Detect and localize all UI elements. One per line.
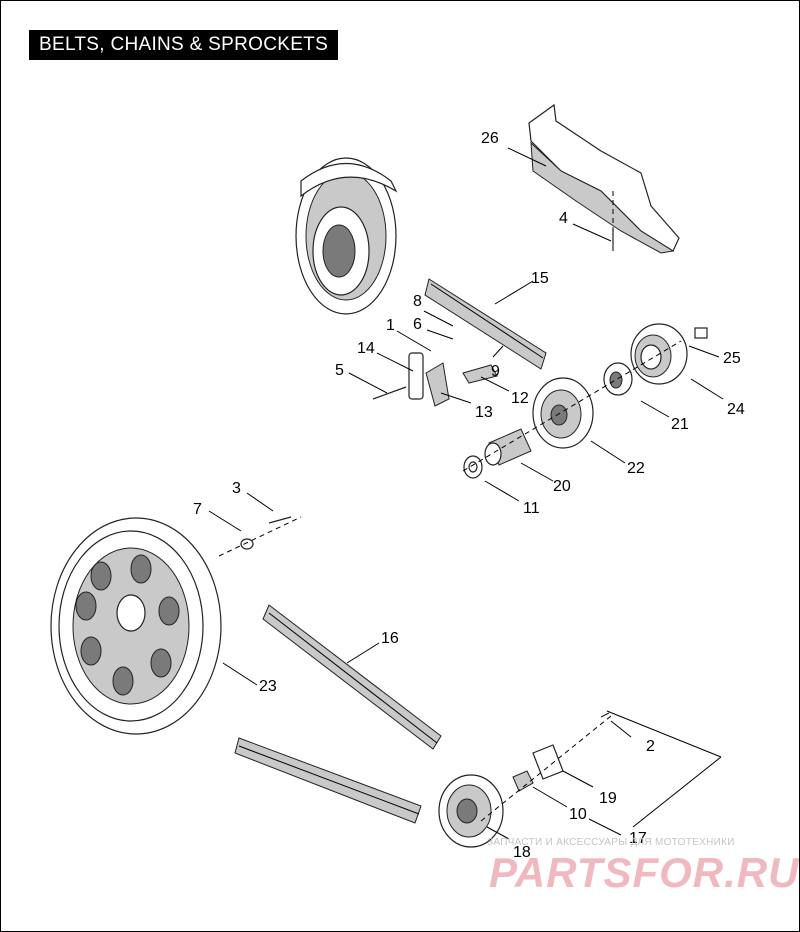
callout-25: 25 <box>723 350 741 367</box>
drive-belt-upper-part <box>262 604 442 750</box>
callout-3: 3 <box>232 480 241 497</box>
callout-8: 8 <box>413 293 422 310</box>
callout-13: 13 <box>475 404 493 421</box>
drive-belt-lower-part <box>234 737 422 824</box>
callout-20: 20 <box>553 478 571 495</box>
callout-2: 2 <box>646 738 655 755</box>
callout-5: 5 <box>335 362 344 379</box>
plate-part <box>532 744 564 780</box>
screw-3-part <box>268 516 292 524</box>
callout-18: 18 <box>513 844 531 861</box>
watermark-tagline: ЗАПЧАСТИ И АКСЕССУАРЫ ДЛЯ МОТОТЕХНИКИ <box>487 837 735 848</box>
screw-2-part <box>600 712 610 718</box>
chain-guard-part <box>528 103 680 254</box>
rear-pulley-part <box>50 517 222 735</box>
callout-12: 12 <box>511 390 529 407</box>
callout-16: 16 <box>381 630 399 647</box>
assembly-axis-lines <box>218 191 682 822</box>
callout-15: 15 <box>531 270 549 287</box>
page-title: BELTS, CHAINS & SPROCKETS <box>29 30 339 60</box>
callout-leader-lines <box>208 147 724 840</box>
callout-1: 1 <box>386 317 395 334</box>
callout-19: 19 <box>599 790 617 807</box>
callout-10: 10 <box>569 806 587 823</box>
callout-6: 6 <box>413 316 422 333</box>
callout-21: 21 <box>671 416 689 433</box>
primary-chain-part <box>424 278 547 370</box>
callout-23: 23 <box>259 678 277 695</box>
tensioner-assembly-part <box>372 352 498 407</box>
bolt-25-part <box>694 327 708 339</box>
callout-14: 14 <box>357 340 375 357</box>
nut-part <box>512 770 534 792</box>
callout-7: 7 <box>193 501 202 518</box>
washer-hole <box>468 461 478 473</box>
washer-7-part <box>240 538 254 550</box>
callout-17: 17 <box>629 830 647 847</box>
callout-22: 22 <box>627 460 645 477</box>
seal-center <box>609 371 623 389</box>
callout-9: 9 <box>491 363 500 380</box>
callout-26: 26 <box>481 130 499 147</box>
sprocket-part <box>532 377 594 449</box>
clutch-gear-part <box>295 157 398 315</box>
callout-24: 24 <box>727 401 745 418</box>
hub-part <box>484 428 532 466</box>
watermark-logo: PARTSFOR.RU <box>489 849 800 896</box>
callout-4: 4 <box>559 210 568 227</box>
front-pulley-part <box>438 774 504 848</box>
callout-11: 11 <box>523 500 540 517</box>
